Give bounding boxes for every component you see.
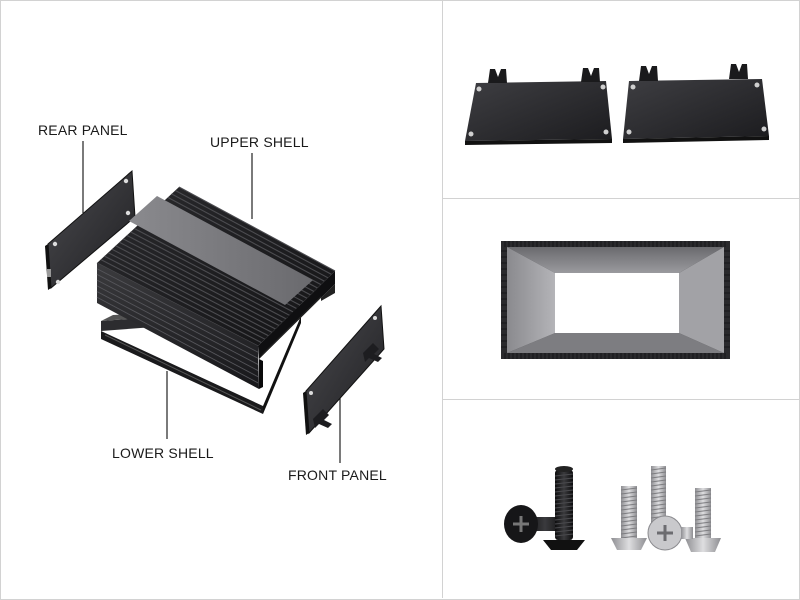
steel-screw-left [611,486,647,550]
steel-screw-head [647,515,693,551]
front-panel-part [303,304,385,435]
front-panel-label: FRONT PANEL [288,467,387,483]
upper-shell-part [96,186,336,389]
horizontal-divider-top [443,198,799,199]
exploded-diagram-panel: REAR PANEL UPPER SHELL LOWER SHELL FRONT… [1,1,442,598]
upper-shell-label: UPPER SHELL [210,134,309,150]
horizontal-divider-bottom [443,399,799,400]
screws-panel [443,400,798,598]
extruded-frame-icon [501,241,730,359]
vertical-divider [442,1,443,598]
end-panels-panel [443,1,798,198]
screws-icon [504,466,721,552]
exploded-enclosure-icon [45,141,385,463]
right-end-panel [623,64,769,143]
lower-shell-label: LOWER SHELL [112,445,214,461]
rear-panel-label: REAR PANEL [38,122,128,138]
steel-screw-right [685,488,721,552]
black-screw-upright [543,466,585,550]
end-panels-icon [465,64,769,145]
extruded-frame-panel [443,199,798,399]
left-end-panel [465,68,612,145]
